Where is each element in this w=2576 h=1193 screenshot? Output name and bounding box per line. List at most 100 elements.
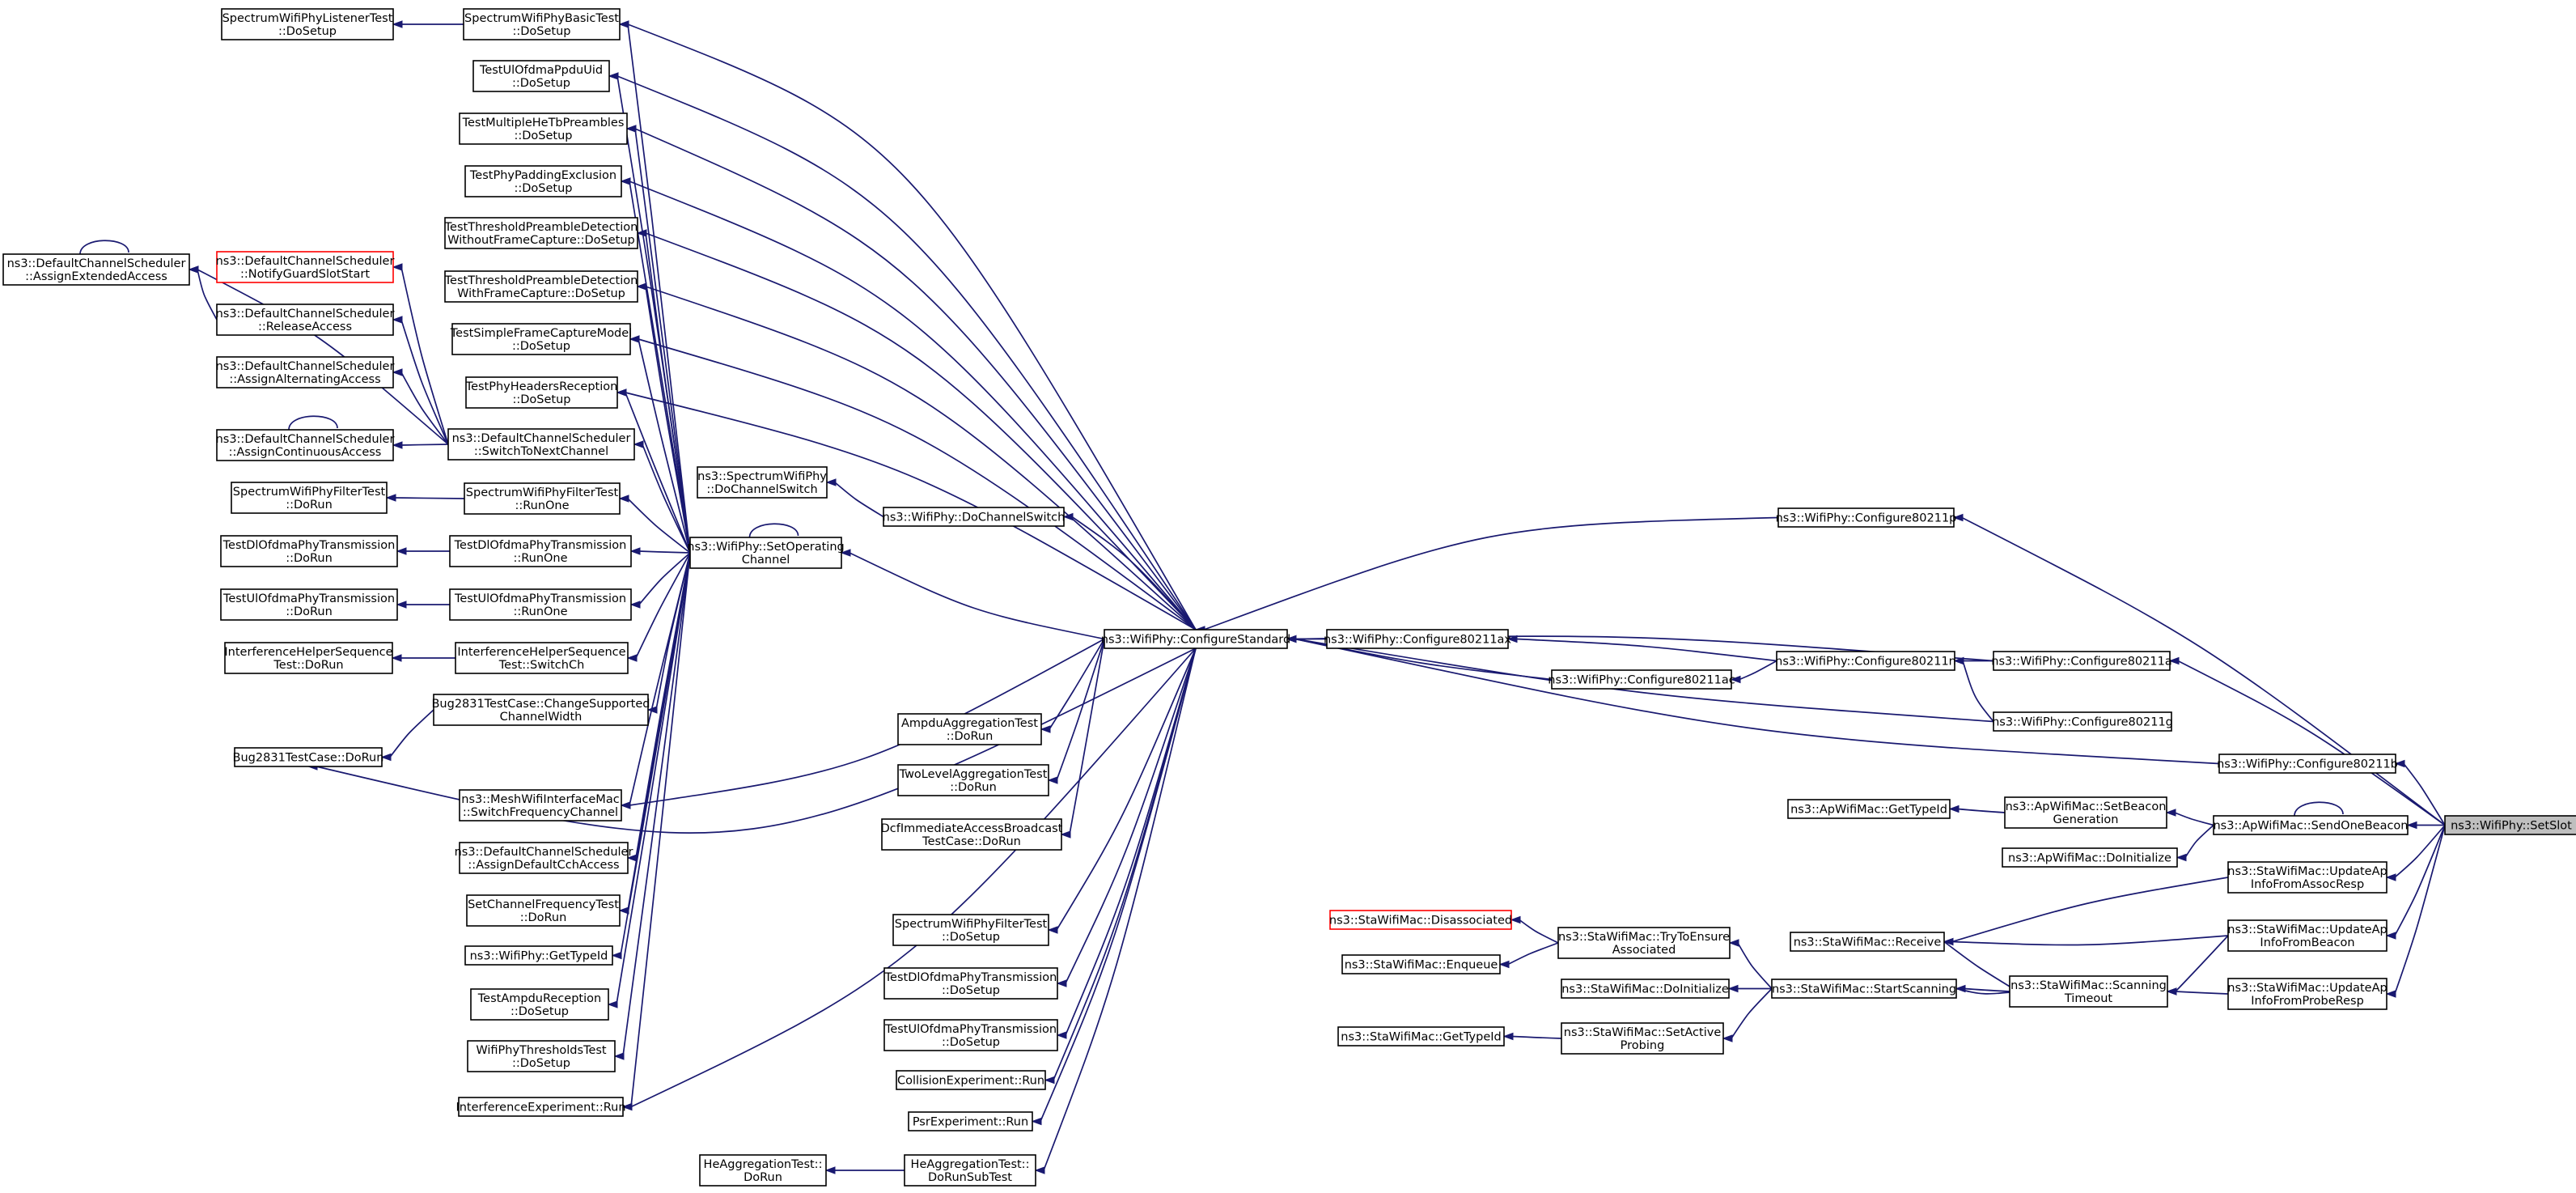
node-label-assigncont-1: ::AssignContinuousAccess [229, 446, 382, 459]
node-box-bugdorun [234, 747, 383, 767]
node-dcfimm[interactable]: DcfImmediateAccessBroadcastTestCase::DoR… [881, 818, 1063, 851]
node-label-dcfimm-0: DcfImmediateAccessBroadcast [881, 822, 1063, 835]
edge-setslot-to-c80211p [1961, 516, 2446, 826]
node-heaggdorun[interactable]: HeAggregationTest::DoRun [699, 1154, 827, 1187]
node-dlrunone[interactable]: TestDlOfdmaPhyTransmission::RunOne [449, 535, 632, 567]
node-disassoc[interactable]: ns3::StaWifiMac::Disassociated [1329, 910, 1512, 930]
node-label-ihdorun-1: Test::DoRun [273, 659, 343, 672]
node-c80211n[interactable]: ns3::WifiPhy::Configure80211n [1775, 651, 1956, 671]
node-assigncont[interactable]: ns3::DefaultChannelScheduler::AssignCont… [216, 429, 395, 461]
node-receive[interactable]: ns3::StaWifiMac::Receive [1790, 932, 1945, 952]
node-configstd[interactable]: ns3::WifiPhy::ConfigureStandard [1101, 629, 1290, 649]
node-phythr[interactable]: WifiPhyThresholdsTest::DoSetup [467, 1040, 616, 1072]
node-setchfreq[interactable]: SetChannelFrequencyTest::DoRun [466, 894, 621, 927]
node-psrexp[interactable]: PsrExperiment::Run [908, 1111, 1033, 1131]
node-ampduagg[interactable]: AmpduAggregationTest::DoRun [897, 713, 1042, 745]
node-box-startscan [1771, 979, 1957, 999]
edge-switchnext-to-assigncont [400, 444, 449, 446]
node-box-c80211b [2218, 754, 2396, 774]
node-enqueue[interactable]: ns3::StaWifiMac::Enqueue [1341, 954, 1501, 974]
node-c80211a[interactable]: ns3::WifiPhy::Configure80211a [1991, 651, 2172, 671]
node-box-collexp [896, 1070, 1046, 1090]
node-assignext[interactable]: ns3::DefaultChannelScheduler::AssignExte… [2, 253, 190, 286]
node-notifyguard[interactable]: ns3::DefaultChannelScheduler::NotifyGuar… [216, 251, 395, 283]
node-updprobe[interactable]: ns3::StaWifiMac::UpdateApInfoFromProbeRe… [2227, 978, 2387, 1010]
node-label-interfexp-0: InterferenceExperiment::Run [455, 1102, 625, 1114]
node-label-phythr-1: ::DoSetup [512, 1057, 570, 1070]
node-speclistener[interactable]: SpectrumWifiPhyListenerTest::DoSetup [221, 8, 394, 40]
edge-c80211n-to-c80211ac [1739, 660, 1777, 681]
node-uldosetup[interactable]: TestUlOfdmaPhyTransmission::DoSetup [883, 1019, 1058, 1051]
node-simplefc[interactable]: TestSimpleFrameCaptureModel::DoSetup [450, 323, 632, 355]
node-stagettypeid[interactable]: ns3::StaWifiMac::GetTypeId [1337, 1026, 1505, 1047]
node-meshswitch[interactable]: ns3::MeshWifiInterfaceMac::SwitchFrequen… [459, 789, 622, 822]
node-thrwith[interactable]: TestThresholdPreambleDetectionWithFrameC… [444, 270, 638, 303]
node-specfiltersetup[interactable]: SpectrumWifiPhyFilterTest::DoSetup [892, 914, 1049, 946]
node-label-scantimeout-1: Timeout [2064, 992, 2113, 1005]
node-bugdorun[interactable]: Bug2831TestCase::DoRun [233, 747, 384, 767]
node-release[interactable]: ns3::DefaultChannelScheduler::ReleaseAcc… [216, 304, 395, 336]
node-phyheaders[interactable]: TestPhyHeadersReception::DoSetup [465, 376, 618, 409]
edge-arrowhead-88 [391, 654, 402, 662]
node-specdochsw[interactable]: ns3::SpectrumWifiPhy::DoChannelSwitch [697, 466, 828, 499]
node-c80211ac[interactable]: ns3::WifiPhy::Configure80211ac [1548, 669, 1735, 690]
node-label-thrwithout-0: TestThresholdPreambleDetection [444, 221, 638, 234]
node-apdoinit[interactable]: ns3::ApWifiMac::DoInitialize [2002, 847, 2178, 868]
node-box-phypadding [464, 165, 622, 197]
node-c80211p[interactable]: ns3::WifiPhy::Configure80211p [1776, 507, 1957, 528]
call-graph-nodes: ns3::WifiPhy::SetSlot ns3::WifiPhy::Confi… [2, 8, 2576, 1187]
node-multhetb[interactable]: TestMultipleHeTbPreambles::DoSetup [459, 113, 628, 145]
edge-switchnext-to-assignext [197, 269, 449, 445]
node-uldorun[interactable]: TestUlOfdmaPhyTransmission::DoRun [220, 588, 398, 621]
node-switchnext[interactable]: ns3::DefaultChannelScheduler::SwitchToNe… [447, 428, 635, 461]
node-specbasic[interactable]: SpectrumWifiPhyBasicTest::DoSetup [463, 8, 621, 40]
node-specfilterrun[interactable]: SpectrumWifiPhyFilterTest::RunOne [464, 482, 621, 515]
node-updassoc[interactable]: ns3::StaWifiMac::UpdateApInfoFromAssocRe… [2227, 861, 2387, 894]
node-label-phypadding-1: ::DoSetup [514, 182, 572, 195]
node-box-setbeacongen [2004, 796, 2167, 829]
edge-configstd-to-twolevel [1056, 639, 1105, 781]
node-dochsw[interactable]: ns3::WifiPhy::DoChannelSwitch [883, 507, 1066, 527]
node-interfexp[interactable]: InterferenceExperiment::Run [455, 1097, 626, 1117]
node-apgettypeid[interactable]: ns3::ApWifiMac::GetTypeId [1787, 799, 1951, 819]
node-ulofdmauid[interactable]: TestUlOfdmaPpduUid::DoSetup [472, 60, 610, 92]
node-setslot[interactable]: ns3::WifiPhy::SetSlot [2444, 815, 2576, 835]
node-label-phyheaders-0: TestPhyHeadersReception [465, 380, 618, 393]
node-heaggsub[interactable]: HeAggregationTest::DoRunSubTest [904, 1154, 1036, 1187]
node-assignalt[interactable]: ns3::DefaultChannelScheduler::AssignAlte… [216, 356, 395, 388]
node-box-apdoinit [2002, 847, 2178, 868]
node-twolevel[interactable]: TwoLevelAggregationTest::DoRun [897, 764, 1049, 796]
node-c80211ax[interactable]: ns3::WifiPhy::Configure80211ax [1324, 629, 1511, 649]
node-dldosetup[interactable]: TestDlOfdmaPhyTransmission::DoSetup [883, 967, 1058, 1000]
node-label-specdochsw-1: ::DoChannelSwitch [706, 483, 817, 496]
node-wifigettypeid[interactable]: ns3::WifiPhy::GetTypeId [464, 945, 613, 966]
node-c80211b[interactable]: ns3::WifiPhy::Configure80211b [2217, 754, 2398, 774]
node-assigndefault[interactable]: ns3::DefaultChannelScheduler::AssignDefa… [455, 842, 633, 874]
node-box-c80211ax [1326, 629, 1509, 649]
node-box-thrwith [444, 270, 638, 303]
node-dldorun[interactable]: TestDlOfdmaPhyTransmission::DoRun [220, 535, 398, 567]
node-phypadding[interactable]: TestPhyPaddingExclusion::DoSetup [464, 165, 622, 197]
node-c80211g[interactable]: ns3::WifiPhy::Configure80211g [1992, 711, 2173, 732]
edge-arrowhead-66 [618, 495, 629, 503]
node-label-heaggsub-0: HeAggregationTest:: [911, 1158, 1030, 1171]
node-sendonebeacon[interactable]: ns3::ApWifiMac::SendOneBeacon [2213, 815, 2409, 835]
node-collexp[interactable]: CollisionExperiment::Run [896, 1070, 1046, 1090]
node-thrwithout[interactable]: TestThresholdPreambleDetectionWithoutFra… [444, 217, 638, 249]
node-ulrunone[interactable]: TestUlOfdmaPhyTransmission::RunOne [449, 588, 632, 621]
node-bugchange[interactable]: Bug2831TestCase::ChangeSupportedChannelW… [431, 694, 650, 726]
node-ampdurecep[interactable]: TestAmpduReception::DoSetup [470, 988, 609, 1021]
node-stadoinit[interactable]: ns3::StaWifiMac::DoInitialize [1561, 979, 1730, 999]
node-startscan[interactable]: ns3::StaWifiMac::StartScanning [1771, 979, 1957, 999]
node-specfilterdorun[interactable]: SpectrumWifiPhyFilterTest::DoRun [231, 482, 388, 514]
node-box-ihswitch [455, 642, 629, 674]
edge-setopch-to-phythr [622, 552, 691, 1057]
